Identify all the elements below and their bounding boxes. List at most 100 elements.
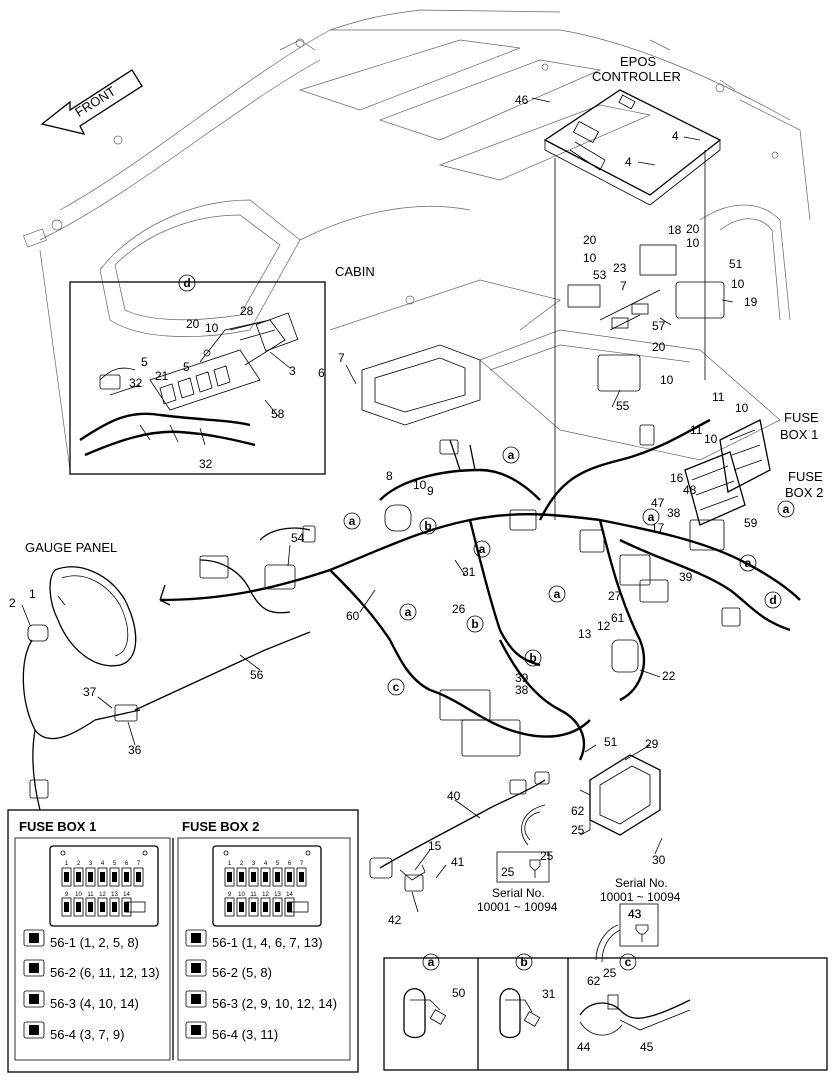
detail-d-content: [79, 312, 299, 457]
detail-callout-letter: a: [349, 514, 356, 528]
detail-callout-letter: a: [479, 542, 486, 556]
part-number-label: 62: [571, 804, 585, 818]
fuse-slot-fill: [287, 872, 292, 882]
detail-callout-circle: [764, 591, 782, 609]
fuse-icon-fill: [29, 963, 39, 973]
part-number-label: 10: [413, 478, 427, 492]
relay-modules: [554, 150, 725, 520]
fuse-slot: [61, 867, 72, 887]
serial-left-line2: 10001 ~ 10094: [477, 900, 558, 914]
fuse-icon: [185, 990, 207, 1008]
fuse-slot-fill: [239, 902, 244, 912]
fuse-slot: [73, 867, 84, 887]
fuse-slot-number: 13: [111, 892, 118, 898]
part-number-label: 51: [604, 735, 618, 749]
fuse-box2-title: FUSE BOX 2: [182, 819, 259, 834]
detail-callout-circle: [419, 517, 437, 535]
part-number-label: 32: [129, 376, 143, 390]
serial-left-part: 25: [501, 865, 515, 879]
part-number-label: 42: [388, 913, 402, 927]
fuse-icon: [185, 929, 207, 947]
fuse-slot-number: 7: [137, 861, 141, 867]
part-number-label: 62: [587, 974, 601, 988]
fuse-slot: [97, 867, 108, 887]
detail-callout-circle: [422, 953, 440, 971]
fuse-box2-legend-2: 56-2 (5, 8): [212, 965, 272, 980]
fuse-box1-legend-4: 56-4 (3, 7, 9): [50, 1027, 124, 1042]
fuse-slot: [284, 897, 295, 917]
fuse-slot-number: 2: [77, 861, 81, 867]
part-number-label: 61: [611, 611, 625, 625]
fuse-slot: [85, 867, 96, 887]
fuse-slot: [260, 867, 271, 887]
detail-callout-letter: a: [648, 510, 655, 524]
detail-callout-letter: c: [393, 680, 400, 694]
part-number-label: 36: [128, 743, 142, 757]
fuse-slot-number: 3: [252, 861, 256, 867]
detail-callout-circle: [548, 585, 566, 603]
part-number-label: 20: [186, 317, 200, 331]
fuse-slot: [272, 867, 283, 887]
detail-callout-circle: [642, 508, 660, 526]
fuse-box2-legend-1: 56-1 (1, 4, 6, 7, 13): [212, 935, 323, 950]
fuse-slot: [109, 867, 120, 887]
part-number-label: 10: [660, 373, 674, 387]
fuse-slot-number: 12: [99, 892, 106, 898]
part-number-label: 31: [542, 987, 556, 1001]
part-number-label: 55: [616, 399, 630, 413]
part-number-label: 22: [662, 669, 676, 683]
part-number-label: 27: [608, 589, 622, 603]
detail-callout-circle: [387, 678, 405, 696]
fuse-slot-fill: [124, 872, 129, 882]
part-number-label: 58: [271, 407, 285, 421]
fuse-box-assembly: [684, 419, 771, 526]
detail-callout-circle: [524, 649, 542, 667]
fuse-slot-fill: [64, 902, 69, 912]
part-number-label: 23: [613, 261, 627, 275]
part-number-label: 59: [744, 516, 758, 530]
fuse-slot-number: 11: [250, 892, 257, 898]
fuse-slot: [224, 897, 235, 917]
fuse-slot: [97, 897, 108, 917]
detail-callout-letter: a: [554, 587, 561, 601]
harness-wire-56: [134, 631, 311, 711]
part-number-label: 25: [603, 966, 617, 980]
part-number-label: 7: [338, 351, 345, 365]
detail-callout-circle: [777, 500, 795, 518]
part-number-label: 37: [83, 685, 97, 699]
fuse-slot-number: 1: [228, 861, 232, 867]
fuse-slot: [296, 867, 307, 887]
fuse-icon-fill: [191, 994, 201, 1004]
detail-callout-circle: [466, 615, 484, 633]
part-number-label: 15: [428, 839, 442, 853]
cabin-bracket: [361, 344, 481, 426]
fuse-slot-fill: [299, 872, 304, 882]
part-number-label: 5: [183, 360, 190, 374]
fuse-box1-label-1: FUSE: [784, 410, 819, 425]
fuse-slot: [85, 897, 96, 917]
epos-label-1: EPOS: [620, 54, 656, 69]
fuse-slot-number: 10: [75, 892, 82, 898]
fuse-slot-number: 2: [240, 861, 244, 867]
fuse-slot-fill: [263, 872, 268, 882]
part-number-label: 60: [346, 609, 360, 623]
part-number-label: 20: [583, 233, 597, 247]
fuse-box2-legend-4: 56-4 (3, 11): [212, 1027, 278, 1042]
wire-40: [369, 771, 550, 892]
front-label: FRONT: [72, 83, 118, 119]
fuse-slot: [248, 897, 259, 917]
serial-right-line2: 10001 ~ 10094: [600, 890, 681, 904]
fuse-slot-number: 3: [89, 861, 93, 867]
gauge-panel: [22, 566, 141, 811]
leader-lines: [21, 97, 734, 913]
part-number-label: 20: [652, 340, 666, 354]
serial-left-line1: Serial No.: [492, 886, 545, 900]
part-number-label: 6: [318, 366, 325, 380]
detail-callout-letter: b: [529, 651, 536, 665]
part-number-label: 1: [29, 587, 36, 601]
part-number-label: 45: [640, 1040, 654, 1054]
fuse-slot-number: 5: [276, 861, 280, 867]
part-number-label: 20: [686, 222, 700, 236]
